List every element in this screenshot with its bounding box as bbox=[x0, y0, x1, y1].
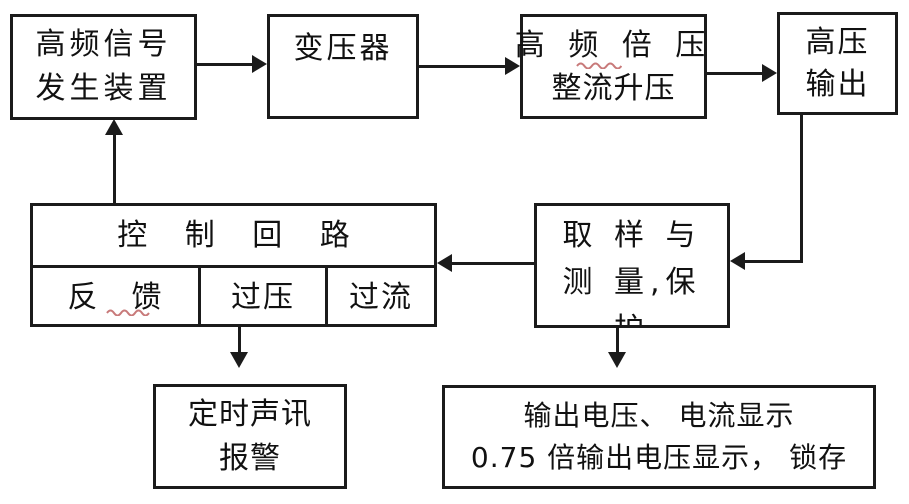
box-voltage-multiplier: 高 频 倍 压 整流升压 bbox=[515, 14, 707, 119]
spellcheck-squiggle-icon bbox=[106, 309, 150, 316]
arrow-line bbox=[238, 327, 241, 353]
box-hv-output: 高压 输出 bbox=[777, 12, 898, 115]
box-timed-audio-alarm: 定时声讯 报警 bbox=[153, 384, 347, 489]
box-label-clipped: 护 bbox=[614, 306, 650, 325]
arrow-line bbox=[196, 63, 254, 66]
box-label: 0.75 倍输出电压显示， 锁存 bbox=[470, 441, 848, 474]
box-control-loop: 控 制 回 路 反 馈 过压 过流 bbox=[30, 203, 437, 327]
box-sampling-measure-protect: 取 样 与 测 量,保 护 bbox=[534, 203, 730, 328]
box-output-display-latch: 输出电压、 电流显示 0.75 倍输出电压显示， 锁存 bbox=[442, 385, 876, 489]
control-cell-overvoltage: 过压 bbox=[201, 268, 328, 327]
box-label: 高频信号 bbox=[35, 27, 172, 62]
box-label: 测 量,保 bbox=[562, 265, 702, 300]
box-label: 整流升压 bbox=[551, 70, 676, 106]
box-signal-generator: 高频信号 发生装置 bbox=[10, 14, 197, 120]
box-label: 变压器 bbox=[293, 31, 393, 66]
arrowhead-right-icon bbox=[252, 55, 267, 73]
arrow-line bbox=[745, 260, 803, 263]
spellcheck-squiggle-icon bbox=[576, 62, 622, 69]
box-label: 定时声讯 bbox=[188, 396, 312, 432]
arrow-line bbox=[707, 72, 763, 75]
arrow-line bbox=[419, 65, 506, 68]
control-loop-cells: 反 馈 过压 过流 bbox=[33, 268, 434, 327]
arrowhead-down-icon bbox=[230, 352, 248, 368]
arrowhead-left-icon bbox=[437, 254, 452, 272]
control-loop-title: 控 制 回 路 bbox=[33, 206, 434, 268]
arrow-line bbox=[616, 328, 619, 353]
arrowhead-left-icon bbox=[730, 252, 745, 270]
control-cell-overcurrent: 过流 bbox=[349, 279, 413, 315]
box-label: 输出 bbox=[805, 66, 870, 102]
arrowhead-right-icon bbox=[505, 57, 520, 75]
box-label: 高 频 倍 压 bbox=[514, 27, 713, 63]
arrow-line bbox=[452, 262, 534, 265]
arrow-line bbox=[800, 114, 803, 263]
arrow-line bbox=[113, 133, 116, 203]
arrowhead-up-icon bbox=[105, 119, 123, 135]
arrowhead-down-icon bbox=[608, 352, 626, 368]
box-label: 报警 bbox=[219, 440, 281, 476]
box-label: 输出电压、 电流显示 bbox=[523, 399, 795, 432]
box-label: 发生装置 bbox=[35, 71, 172, 106]
box-label: 取 样 与 bbox=[562, 218, 702, 253]
control-cell-feedback: 反 馈 bbox=[33, 268, 201, 327]
arrowhead-right-icon bbox=[762, 64, 777, 82]
box-label: 高压 bbox=[805, 24, 870, 60]
box-transformer: 变压器 bbox=[267, 14, 419, 119]
